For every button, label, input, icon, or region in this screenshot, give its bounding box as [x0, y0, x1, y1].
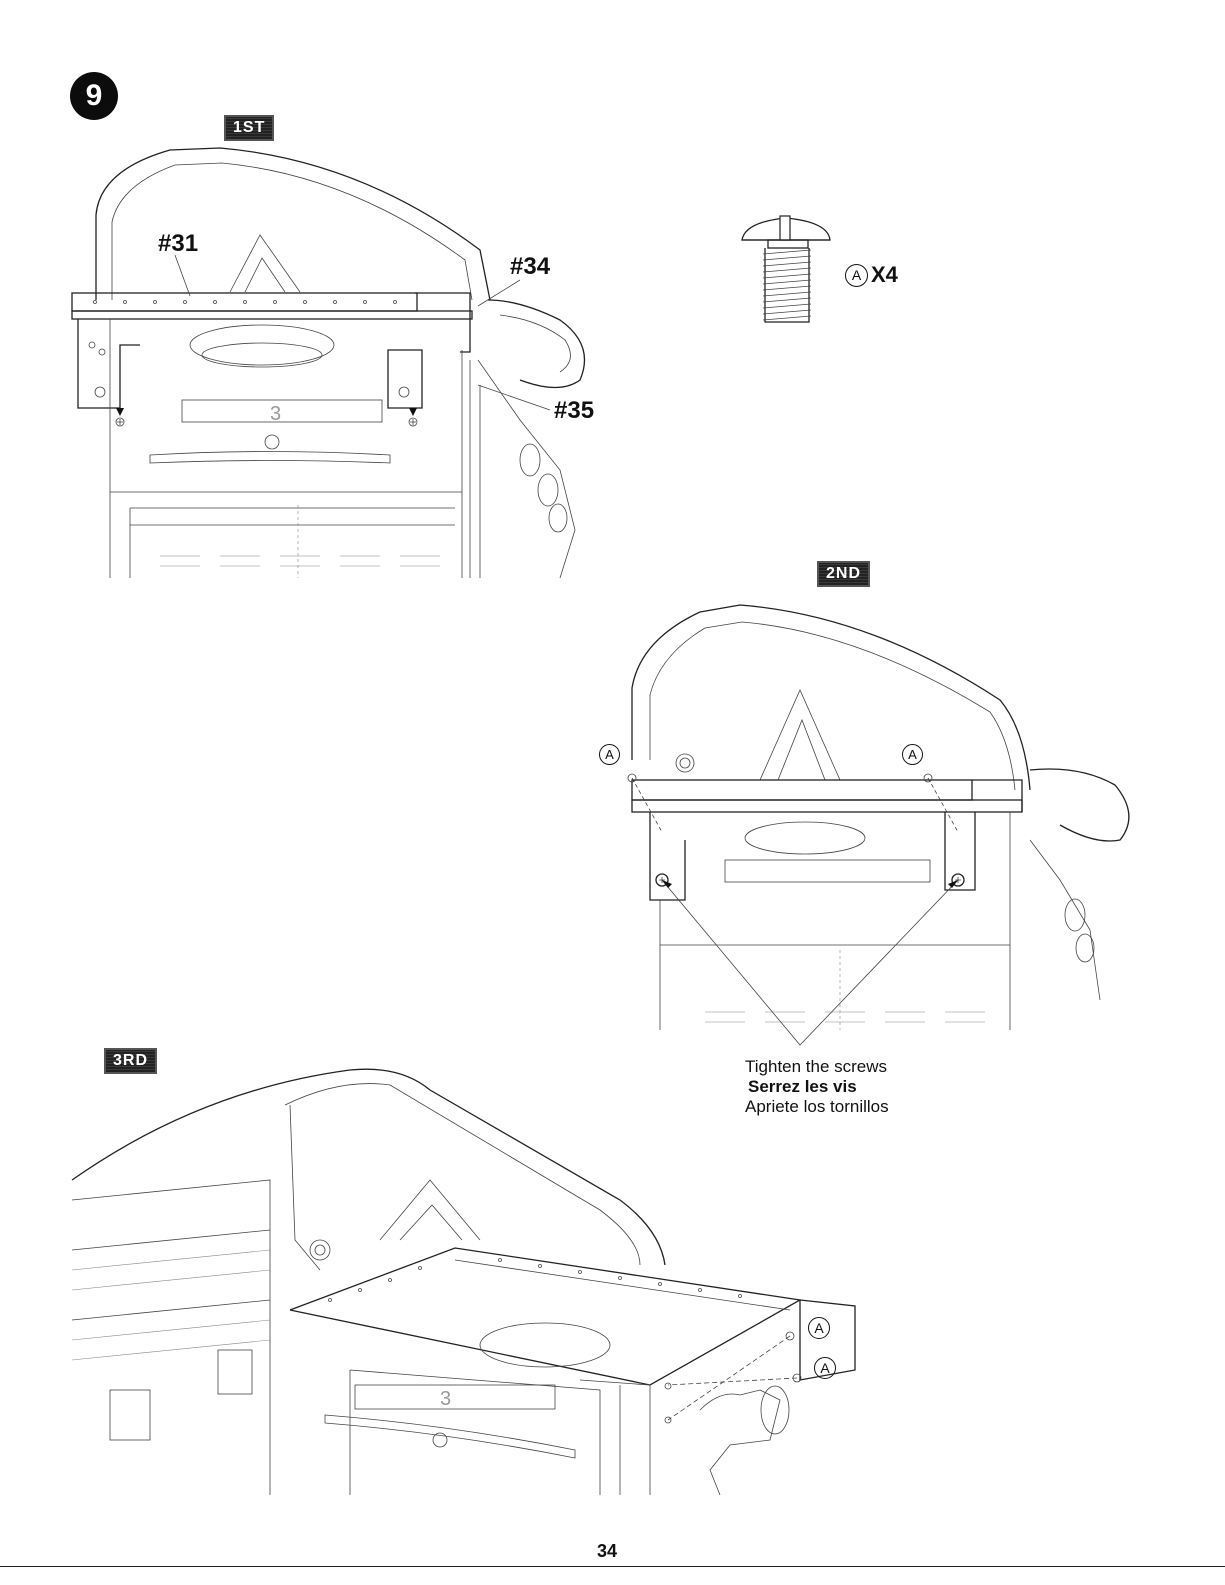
bottom-rule	[0, 1566, 1225, 1567]
screw-marker-a-upper: A	[808, 1317, 830, 1339]
page-number: 34	[597, 1541, 617, 1562]
screw-marker-a-lower: A	[814, 1357, 836, 1379]
svg-text:3: 3	[440, 1388, 451, 1410]
